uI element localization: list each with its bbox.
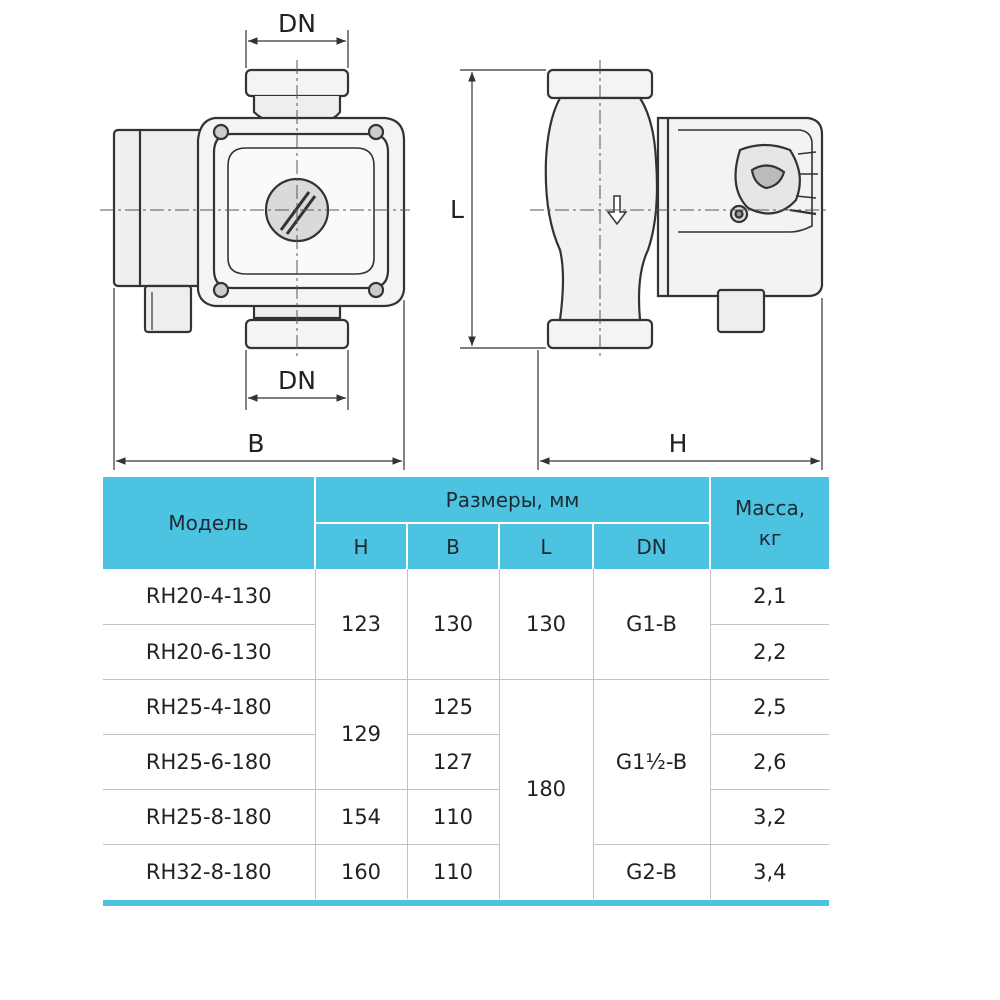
side-view	[544, 68, 824, 350]
bolt	[212, 123, 230, 141]
mass-cell: 2,1	[709, 569, 830, 625]
dn-cell: G2-B	[592, 844, 711, 899]
dimension-label-h: H	[669, 429, 688, 458]
bolt	[367, 123, 385, 141]
model-cell: RH25-6-180	[103, 734, 315, 790]
header-model: Модель	[103, 477, 316, 569]
header-dimensions: Размеры, мм	[315, 477, 712, 524]
l-cell: 180	[498, 679, 593, 899]
bolt	[367, 281, 385, 299]
b-cell: 130	[406, 569, 499, 680]
table-row: RH25-6-180 127 2,6	[103, 734, 830, 790]
mass-cell: 3,2	[709, 789, 830, 845]
side-terminal-nut	[716, 288, 766, 334]
front-view	[112, 68, 406, 350]
specifications-table: Модель Размеры, мм Масса, кг H B L DN RH…	[103, 477, 830, 899]
h-cell: 129	[314, 679, 407, 790]
dimension-label-l: L	[450, 195, 464, 224]
dimension-label-dn-bottom: DN	[278, 366, 316, 395]
table-row: RH32-8-180 160 110 G2-B 3,4	[103, 844, 830, 899]
table-row: RH20-4-130 123 130 130 G1-B 2,1	[103, 569, 830, 680]
mass-cell: 2,2	[709, 624, 830, 680]
mass-cell: 3,4	[709, 844, 830, 899]
table-row: RH25-4-180 129 125 180 G1½-B 2,5	[103, 679, 830, 899]
model-cell: RH25-8-180	[103, 789, 315, 845]
b-cell: 110	[406, 789, 499, 845]
header-mass: Масса, кг	[710, 477, 830, 569]
h-cell: 154	[314, 789, 407, 845]
l-cell: 130	[498, 569, 593, 680]
header-dn: DN	[593, 523, 712, 569]
h-cell: 160	[314, 844, 407, 899]
table-bottom-bar	[103, 900, 829, 906]
b-cell: 125	[406, 679, 499, 735]
mass-cell: 2,5	[709, 679, 830, 735]
mass-cell: 2,6	[709, 734, 830, 790]
b-cell: 110	[406, 844, 499, 899]
h-cell: 123	[314, 569, 407, 680]
dn-cell: G1½-B	[592, 679, 711, 845]
model-cell: RH20-4-130	[103, 569, 315, 625]
b-cell: 127	[406, 734, 499, 790]
model-cell: RH25-4-180	[103, 679, 315, 735]
pump-technical-drawing: DN DN B L H	[100, 9, 830, 470]
table-row: RH20-6-130 2,2	[103, 624, 830, 680]
model-cell: RH32-8-180	[145, 859, 272, 884]
dn-cell: G1-B	[592, 569, 711, 680]
header-l: L	[499, 523, 594, 569]
dimension-label-dn-top: DN	[278, 9, 316, 38]
terminal-nut	[143, 284, 193, 334]
bolt	[212, 281, 230, 299]
header-b: B	[407, 523, 500, 569]
dimension-label-b: B	[247, 429, 264, 458]
table-row: RH25-8-180 154 110 3,2	[103, 789, 830, 845]
header-h: H	[315, 523, 408, 569]
model-cell: RH20-6-130	[103, 624, 315, 680]
